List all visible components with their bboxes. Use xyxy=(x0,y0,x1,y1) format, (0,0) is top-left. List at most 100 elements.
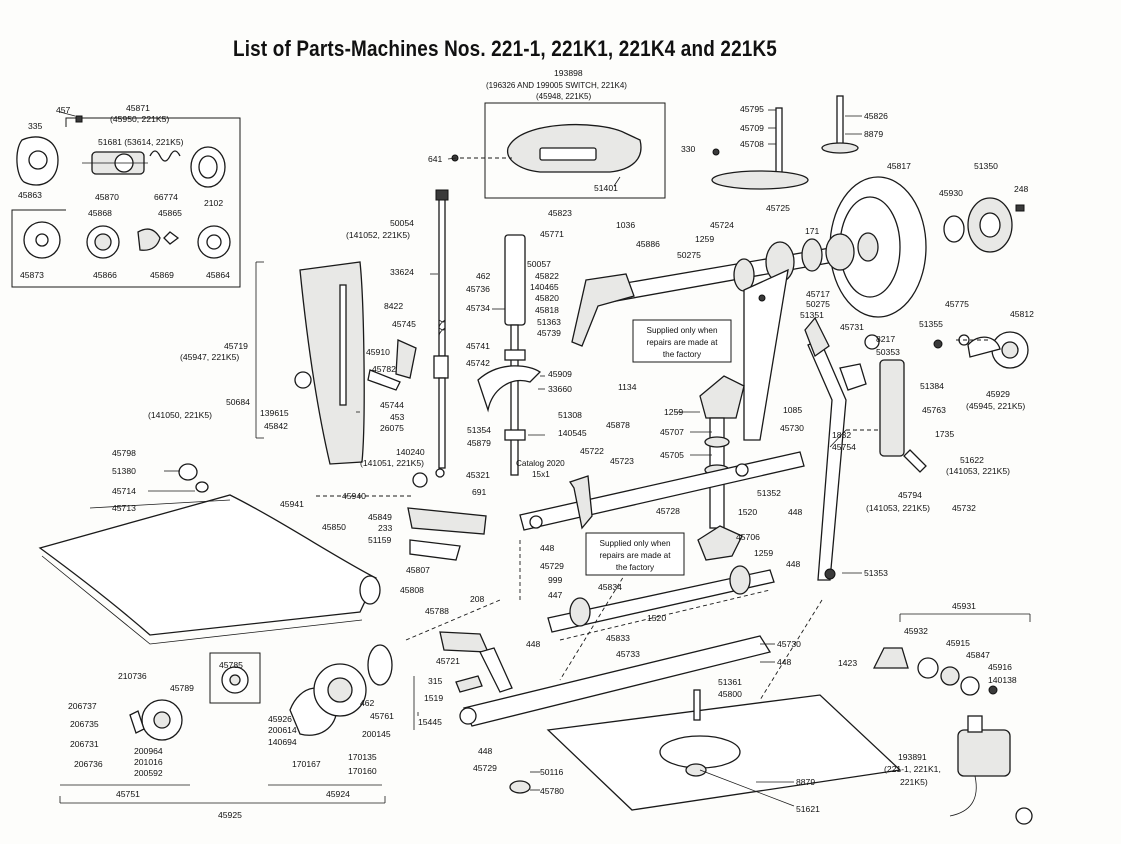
knob-part xyxy=(903,449,927,473)
label-140138: 140138 xyxy=(988,675,1017,685)
label-45729: 45729 xyxy=(540,561,564,571)
label-51308: 51308 xyxy=(558,410,582,420)
label-193891-alt1: (221-1, 221K1, xyxy=(884,764,941,774)
label-45929-alt: (45945, 221K5) xyxy=(966,401,1025,411)
label-45789: 45789 xyxy=(170,683,194,693)
label-45818: 45818 xyxy=(535,305,559,315)
label-193891: 193891 xyxy=(898,752,927,762)
label-51353: 51353 xyxy=(864,568,888,578)
label-45865: 45865 xyxy=(158,208,182,218)
label-193891-alt2: 221K5) xyxy=(900,777,928,787)
part-number-labels: 457 335 45871 (45950, 221K5) 51681 (5361… xyxy=(18,68,1034,820)
label-1520-low: 1520 xyxy=(647,613,666,623)
label-50684-alt: (141050, 221K5) xyxy=(148,410,212,420)
label-45849: 45849 xyxy=(368,512,392,522)
label-45741: 45741 xyxy=(466,341,490,351)
label-45771: 45771 xyxy=(540,229,564,239)
leader-lines xyxy=(59,109,862,807)
label-45817: 45817 xyxy=(887,161,911,171)
label-193898: 193898 xyxy=(554,68,583,78)
label-51352: 51352 xyxy=(757,488,781,498)
screw-part xyxy=(75,115,83,123)
label-462-low: 462 xyxy=(360,698,375,708)
supplied-note-1-box xyxy=(632,319,732,363)
label-45739: 45739 xyxy=(537,328,561,338)
label-206737: 206737 xyxy=(68,701,97,711)
label-462: 462 xyxy=(476,271,491,281)
label-45785: 45785 xyxy=(219,660,243,670)
label-448-e: 448 xyxy=(777,657,792,667)
label-45800: 45800 xyxy=(718,689,742,699)
label-45709: 45709 xyxy=(740,123,764,133)
needle-bar-group xyxy=(477,234,542,476)
label-45736: 45736 xyxy=(466,284,490,294)
label-200145: 200145 xyxy=(362,729,391,739)
label-1423: 1423 xyxy=(838,658,857,668)
label-335: 335 xyxy=(28,121,43,131)
label-45705: 45705 xyxy=(660,450,684,460)
label-51351: 51351 xyxy=(800,310,824,320)
label-45754: 45754 xyxy=(832,442,856,452)
label-200614: 200614 xyxy=(268,725,297,735)
hook-parts-group xyxy=(11,115,241,288)
label-140545: 140545 xyxy=(558,428,587,438)
label-200964: 200964 xyxy=(134,746,163,756)
label-45868: 45868 xyxy=(88,208,112,218)
label-140694: 140694 xyxy=(268,737,297,747)
catalog-note-line1: Catalog 2020 xyxy=(516,459,565,468)
slide-plate-group xyxy=(509,689,902,811)
label-1520-mid: 1520 xyxy=(738,507,757,517)
label-26075: 26075 xyxy=(380,423,404,433)
label-51363: 51363 xyxy=(537,317,561,327)
label-45794-alt: (141053, 221K5) xyxy=(866,503,930,513)
label-193898-alt1: (196326 AND 199005 SWITCH, 221K4) xyxy=(486,81,627,90)
label-45708: 45708 xyxy=(740,139,764,149)
label-453: 453 xyxy=(390,412,405,422)
bed-extension-part xyxy=(38,494,377,636)
label-139615: 139615 xyxy=(260,408,289,418)
label-170160: 170160 xyxy=(348,766,377,776)
label-45775: 45775 xyxy=(945,299,969,309)
label-45886: 45886 xyxy=(636,239,660,249)
label-45822: 45822 xyxy=(535,271,559,281)
label-171: 171 xyxy=(805,226,820,236)
label-1735: 1735 xyxy=(935,429,954,439)
label-448-f: 448 xyxy=(478,746,493,756)
crank-part xyxy=(571,273,635,347)
label-45734: 45734 xyxy=(466,303,490,313)
label-45909: 45909 xyxy=(548,369,572,379)
stitch-regulator-part xyxy=(879,359,905,457)
label-45926: 45926 xyxy=(268,714,292,724)
label-8879-low: 8879 xyxy=(796,777,815,787)
label-45731: 45731 xyxy=(840,322,864,332)
supplied-note-1-line3: the factory xyxy=(663,350,702,359)
label-45871: 45871 xyxy=(126,103,150,113)
face-plate-part xyxy=(299,261,365,465)
label-15445: 15445 xyxy=(418,717,442,727)
label-140465: 140465 xyxy=(530,282,559,292)
label-45940: 45940 xyxy=(342,491,366,501)
spool-pin-part xyxy=(775,107,783,179)
label-45729-low: 45729 xyxy=(473,763,497,773)
label-170135: 170135 xyxy=(348,752,377,762)
label-999: 999 xyxy=(548,575,563,585)
label-45847: 45847 xyxy=(966,650,990,660)
feed-lever-part xyxy=(807,339,847,581)
label-45798: 45798 xyxy=(112,448,136,458)
label-51350: 51350 xyxy=(974,161,998,171)
label-45794: 45794 xyxy=(898,490,922,500)
label-45744: 45744 xyxy=(380,400,404,410)
label-50057: 50057 xyxy=(527,259,551,269)
needle-bar-part xyxy=(510,324,519,476)
note-texts: Supplied only when repairs are made at t… xyxy=(516,326,718,572)
spool-pin-group xyxy=(711,95,859,190)
supplied-note-2-line2: repairs are made at xyxy=(600,551,672,560)
bed-extension-group xyxy=(38,463,381,645)
label-8879: 8879 xyxy=(864,129,883,139)
label-233: 233 xyxy=(378,523,393,533)
label-1259-low: 1259 xyxy=(754,548,773,558)
feed-bar-group xyxy=(439,631,772,727)
label-51681: 51681 (53614, 221K5) xyxy=(98,137,184,147)
label-45941: 45941 xyxy=(280,499,304,509)
